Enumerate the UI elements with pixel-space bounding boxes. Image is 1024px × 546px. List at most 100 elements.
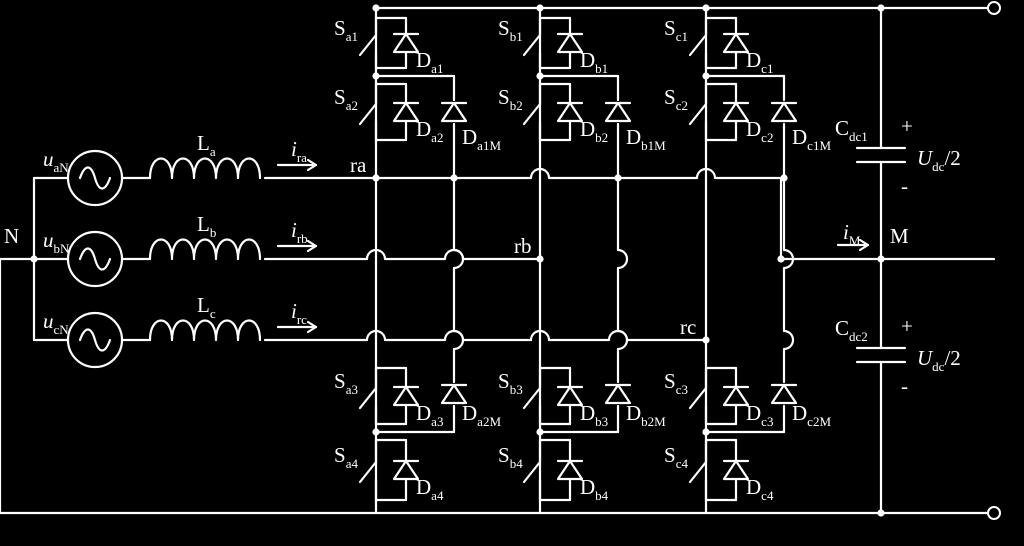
antiparallel-diode-icon	[722, 32, 750, 54]
switch-cell	[688, 16, 738, 70]
switch-cell	[522, 16, 572, 70]
source-label-subscript: aN	[54, 160, 70, 175]
diode-label-subscript: a2	[431, 130, 443, 145]
switch-cell	[688, 366, 738, 426]
diode-label-main: D	[580, 475, 595, 499]
current-arrowhead-M	[858, 238, 870, 252]
antiparallel-diode-icon-triangle	[722, 101, 750, 123]
switch-label-subscript: a4	[346, 456, 359, 471]
ac-source-circle	[66, 149, 124, 207]
junction-dot	[536, 428, 544, 436]
diode-label: Da2	[416, 117, 443, 145]
antiparallel-diode-icon	[556, 459, 584, 481]
source-label: uaN	[43, 147, 69, 175]
clamp-diode-label-subscript: c1M	[807, 138, 831, 153]
switch-label: Sb4	[498, 443, 523, 471]
diode-label: Dc4	[746, 475, 774, 503]
capacitor-voltage-label: Udc/2	[917, 146, 961, 174]
clamp-diode-label: Db2M	[626, 401, 666, 429]
capacitor-label: Cdc1	[835, 116, 868, 144]
switch-label-subscript: c3	[676, 382, 688, 397]
diode-label: Db1	[580, 48, 608, 76]
clamp-diode-label-main: D	[626, 125, 641, 149]
switch-label-main: S	[498, 369, 510, 393]
switch-label: Sc3	[664, 369, 688, 397]
switch-blade-icon	[358, 386, 378, 410]
diode-label-subscript: a3	[431, 414, 443, 429]
current-label-subscript: rb	[297, 231, 308, 246]
diode-label: Db2	[580, 117, 608, 145]
current-label-main: i	[291, 299, 297, 323]
current-label-M-main: i	[843, 220, 849, 244]
dc-terminal	[987, 1, 1001, 15]
inductor-label: La	[197, 131, 216, 159]
inductor-coil-icon	[148, 238, 262, 261]
switch-blade-icon	[522, 33, 542, 57]
clamp-midpoint-bus	[374, 167, 783, 180]
switch-cell	[358, 438, 408, 502]
clamp-diode-icon	[440, 101, 468, 123]
junction-dot	[777, 255, 785, 263]
antiparallel-diode-icon	[392, 385, 420, 407]
current-label: irc	[291, 299, 307, 327]
inductor-label-subscript: c	[210, 306, 216, 321]
ac-source-circle	[66, 230, 124, 288]
clamp-diode-icon	[770, 101, 798, 123]
switch-label-main: S	[664, 85, 676, 109]
diode-label-subscript: b4	[595, 488, 609, 503]
switch-label-subscript: a3	[346, 382, 358, 397]
switch-label-main: S	[498, 16, 510, 40]
switch-blade-icon	[688, 33, 708, 57]
switch-label-subscript: a2	[346, 98, 358, 113]
antiparallel-diode-icon	[722, 385, 750, 407]
switch-blade-icon	[688, 460, 708, 484]
switch-label-subscript: b1	[510, 29, 523, 44]
switch-label-main: S	[498, 443, 510, 467]
switch-cell	[522, 438, 572, 502]
clamp-diode-icon-triangle	[770, 383, 798, 405]
current-arrowhead	[306, 320, 318, 334]
current-arrowhead	[306, 158, 318, 172]
source-label-main: u	[43, 147, 54, 171]
diode-label: Da1	[416, 48, 443, 76]
antiparallel-diode-icon	[556, 32, 584, 54]
current-label: irb	[291, 218, 308, 246]
clamp-diode-label-subscript: c2M	[807, 414, 831, 429]
switch-label-main: S	[334, 443, 346, 467]
diode-label-subscript: b3	[595, 414, 608, 429]
sine-wave-icon	[78, 166, 112, 190]
junction-dot	[372, 428, 380, 436]
capacitor-label-main: C	[835, 116, 849, 140]
clamp-diode-label-main: D	[792, 401, 807, 425]
antiparallel-diode-icon	[556, 385, 584, 407]
diode-label-main: D	[416, 117, 431, 141]
antiparallel-diode-icon	[392, 32, 420, 54]
switch-label: Sc4	[664, 443, 688, 471]
clamp-diode-icon	[770, 383, 798, 405]
capacitor-voltage-label-main: U	[917, 146, 934, 170]
inductor-label-subscript: b	[210, 225, 217, 240]
diode-label-subscript: b2	[595, 130, 608, 145]
switch-label-main: S	[334, 85, 346, 109]
antiparallel-diode-icon-triangle	[392, 459, 420, 481]
switch-cell	[522, 366, 572, 426]
capacitor-voltage-label-subscript: dc	[932, 359, 945, 374]
antiparallel-diode-icon	[722, 101, 750, 123]
diode-label-subscript: c3	[761, 414, 773, 429]
switch-label-subscript: b2	[510, 98, 523, 113]
clamp-lower-lead	[616, 176, 629, 384]
capacitor-voltage-label-subscript: dc	[932, 159, 945, 174]
source-label-subscript: cN	[54, 322, 70, 337]
current-label: ira	[291, 137, 307, 165]
clamp-diode-label-main: D	[792, 125, 807, 149]
ac-source-icon	[66, 149, 124, 207]
clamp-diode-label-subscript: b2M	[641, 414, 666, 429]
diode-label: Dc2	[746, 117, 773, 145]
diode-label-subscript: a4	[431, 488, 444, 503]
capacitor-label-subscript: dc2	[849, 329, 868, 344]
switch-label-subscript: c1	[676, 29, 688, 44]
antiparallel-diode-icon-triangle	[556, 32, 584, 54]
inductor-coil-icon	[148, 319, 262, 342]
